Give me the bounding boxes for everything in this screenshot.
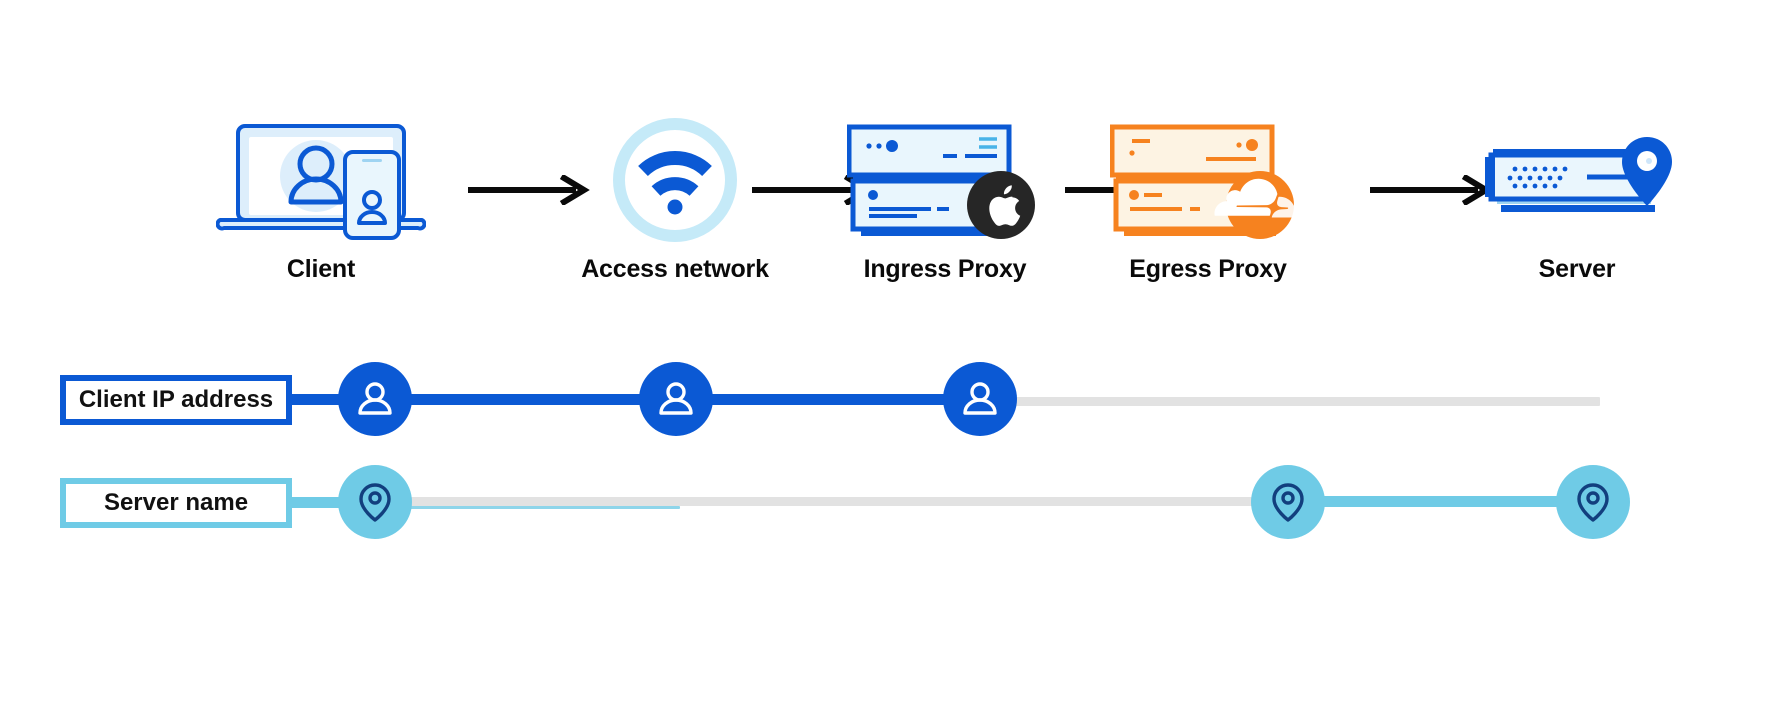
server-name-node-3 <box>1556 465 1630 539</box>
client-ip-node-1 <box>338 362 412 436</box>
client-ip-track-stub <box>255 394 385 405</box>
client-ip-address-label-box: Client IP address <box>60 375 292 425</box>
server-name-track-visible-segment <box>1288 496 1598 507</box>
flow-node-client: Client <box>196 115 446 284</box>
server-name-track-stub <box>258 497 388 508</box>
server-rack-blue-icon <box>847 124 1035 239</box>
map-pin-icon <box>359 483 391 522</box>
access-network-icon-art <box>550 115 800 245</box>
client-ip-address-label: Client IP address <box>78 386 274 413</box>
flow-node-label: Client <box>286 255 356 283</box>
flow-arrow-client-to-access-network <box>468 173 592 210</box>
flow-node-ingress-proxy: Ingress Proxy <box>845 115 1045 284</box>
server-name-node-1 <box>338 465 412 539</box>
server-icon-art <box>1452 115 1702 245</box>
egress-proxy-icon-art <box>1108 115 1308 245</box>
flow-node-label: Access network <box>581 255 769 283</box>
client-ip-track-hidden-segment <box>980 397 1600 406</box>
person-icon <box>659 382 693 415</box>
server-name-label-box: Server name <box>60 478 292 528</box>
flow-node-access-network: Access network <box>550 115 800 284</box>
map-pin-icon <box>1577 483 1609 522</box>
wifi-icon <box>613 118 737 242</box>
map-pin-icon <box>1272 483 1304 522</box>
ingress-proxy-icon-art <box>845 115 1045 245</box>
server-rack-orange-icon <box>1110 124 1296 239</box>
client-icon-art <box>196 115 446 245</box>
server-name-track-hidden-segment <box>390 497 1290 506</box>
laptop-phone-user-icon <box>216 124 426 240</box>
flow-node-server: Server <box>1452 115 1702 284</box>
client-ip-node-2 <box>639 362 713 436</box>
flow-node-label: Egress Proxy <box>1129 255 1287 283</box>
flow-node-label: Server <box>1538 255 1616 283</box>
person-icon <box>963 382 997 415</box>
person-icon <box>358 382 392 415</box>
flow-node-egress-proxy: Egress Proxy <box>1108 115 1308 284</box>
server-name-node-2 <box>1251 465 1325 539</box>
client-ip-node-3 <box>943 362 1017 436</box>
server-name-label: Server name <box>103 489 249 516</box>
server-icon <box>1485 137 1672 212</box>
flow-node-label: Ingress Proxy <box>863 255 1027 283</box>
server-name-track-faint-segment <box>390 506 680 509</box>
